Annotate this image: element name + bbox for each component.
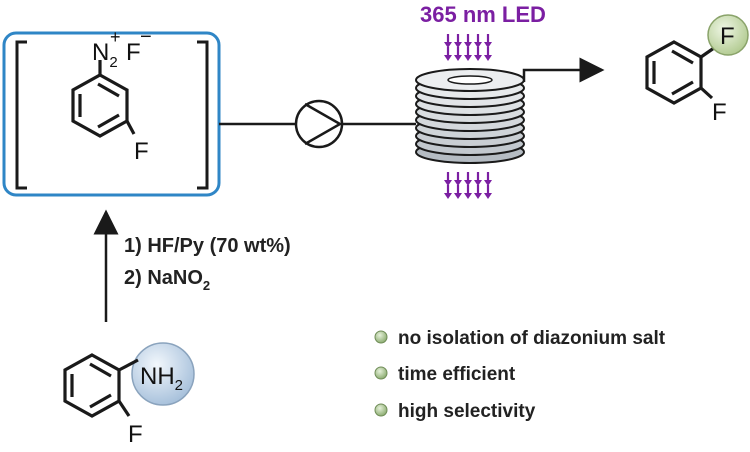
starting-ring-fluorine: F [128,421,143,448]
bullet-circle-icon [374,403,388,417]
amine-highlight-bubble [131,342,195,406]
benefit-item: no isolation of diazonium salt [374,328,666,349]
intermediate-ring-fluorine: F [134,138,149,165]
bullet-circle-icon [374,330,388,344]
benefit-text: high selectivity [398,401,536,422]
left-bracket [15,40,27,190]
benefits-list: no isolation of diazonium salt time effi… [374,328,666,422]
starting-material: NH2 F [63,342,195,448]
reagent-step-2: 2) NaNO2 [124,267,210,293]
intermediate-benzene-ring [71,60,136,138]
bullet-circle-icon [374,366,388,380]
benefit-item: time efficient [374,364,516,385]
starting-benzene-ring [63,353,139,418]
product-arrow [522,57,605,83]
coil-reactor-icon [415,68,525,164]
benefit-text: time efficient [398,364,516,385]
led-label: 365 nm LED [420,2,546,27]
product-fluorine-bottom: F [712,99,727,126]
nh2-label: NH2 [140,363,183,394]
pump-icon [294,99,344,149]
fluoride-label: F [126,39,141,66]
reagent-step-1: 1) HF/Py (70 wt%) [124,235,291,257]
right-bracket [197,40,209,190]
intermediate-box: N2 F + − F [2,26,221,197]
benefit-item: high selectivity [374,401,536,422]
product-highlight-bubble [707,14,749,56]
led-arrows-top [442,32,494,63]
product-benzene-ring [645,40,715,105]
n2-label: N2 [92,39,118,71]
plus-charge: + [110,27,121,47]
benefit-text: no isolation of diazonium salt [398,328,666,349]
minus-charge: − [140,26,152,48]
led-arrows-bottom [442,170,494,201]
product-fluorine-top: F [720,23,735,50]
product-molecule: F F [645,14,749,126]
